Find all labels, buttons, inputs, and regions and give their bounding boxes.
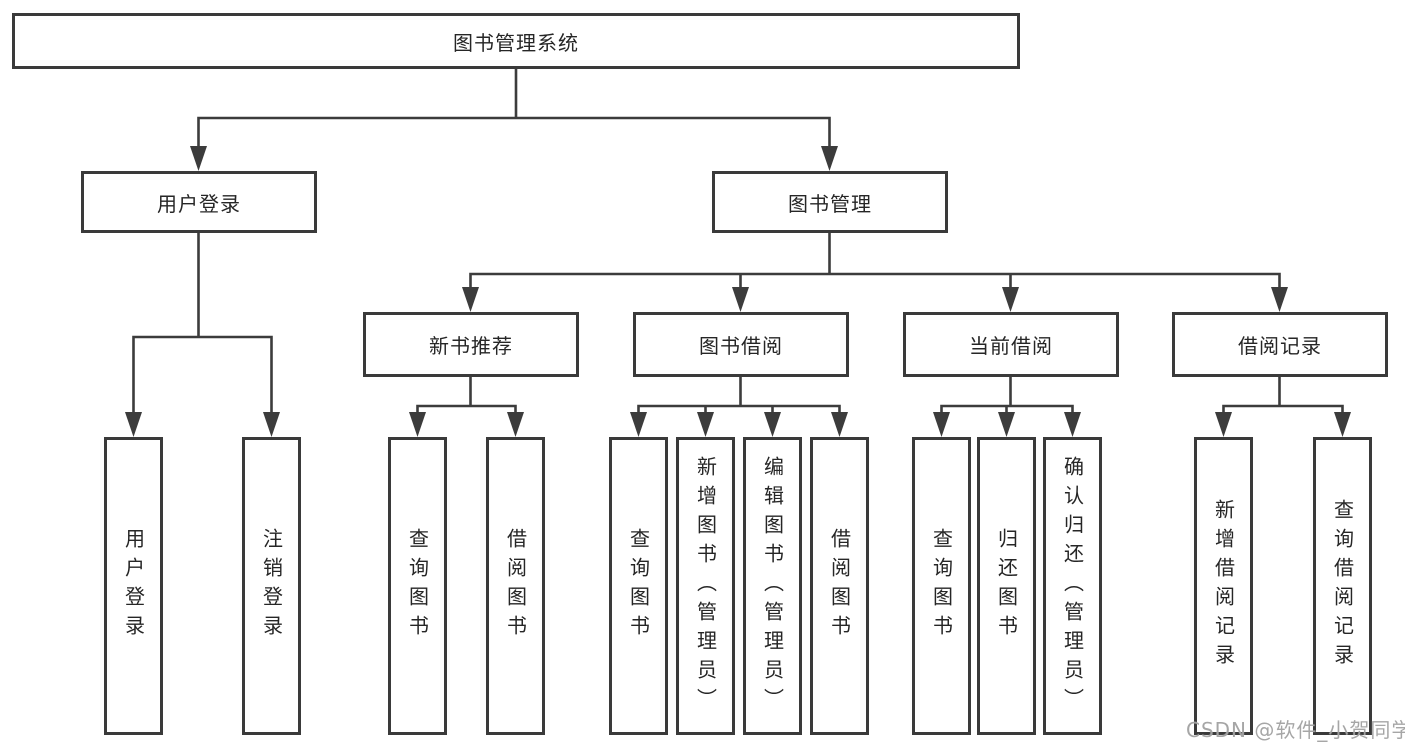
node-label: 图书借阅	[699, 334, 783, 358]
node-label: 新增借阅记录	[1211, 499, 1236, 673]
connector-level3-bar	[469, 272, 1281, 292]
arrowhead-icon	[630, 412, 647, 437]
node-label: 新增图书（管理员）	[693, 455, 718, 717]
arrowhead-icon	[831, 412, 848, 437]
arrowhead-icon	[462, 287, 479, 312]
node-book-borrow: 图书借阅	[633, 312, 849, 377]
arrowhead-icon	[998, 412, 1015, 437]
node-label: 借阅图书	[827, 528, 852, 644]
arrowhead-icon	[1002, 287, 1019, 312]
arrowhead-icon	[697, 412, 714, 437]
arrowhead-icon	[1334, 412, 1351, 437]
leaf-add-borrow-record: 新增借阅记录	[1194, 437, 1253, 735]
leaf-add-books-admin: 新增图书（管理员）	[676, 437, 735, 735]
arrowhead-icon	[732, 287, 749, 312]
connector-borrow-subtree	[637, 377, 841, 418]
arrowhead-icon	[764, 412, 781, 437]
leaf-edit-books-admin: 编辑图书（管理员）	[743, 437, 802, 735]
arrowhead-icon	[190, 146, 207, 171]
node-label: 确认归还（管理员）	[1060, 455, 1085, 717]
node-label: 查询图书	[405, 528, 430, 644]
leaf-borrow-books: 借阅图书	[810, 437, 869, 735]
node-current-borrow: 当前借阅	[903, 312, 1119, 377]
arrowhead-icon	[1271, 287, 1288, 312]
node-book-management: 图书管理	[712, 171, 948, 233]
arrowhead-icon	[1215, 412, 1232, 437]
leaf-query-books-borrow: 查询图书	[609, 437, 668, 735]
node-label: 借阅记录	[1238, 334, 1322, 358]
arrowhead-icon	[409, 412, 426, 437]
leaf-logout: 注销登录	[242, 437, 301, 735]
arrowhead-icon	[125, 412, 142, 437]
csdn-watermark: CSDN @软件_小贺同学	[1186, 718, 1405, 742]
node-new-book-recommend: 新书推荐	[363, 312, 579, 377]
node-label: 注销登录	[259, 528, 284, 644]
arrowhead-icon	[263, 412, 280, 437]
node-label: 用户登录	[157, 191, 241, 216]
connector-current-subtree	[940, 377, 1074, 418]
leaf-borrow-books-recommend: 借阅图书	[486, 437, 545, 735]
connector-login-subtree	[132, 233, 273, 418]
node-label: 查询图书	[626, 528, 651, 644]
node-label: 图书管理系统	[453, 30, 579, 55]
leaf-user-login: 用户登录	[104, 437, 163, 735]
node-root-system: 图书管理系统	[12, 13, 1020, 69]
node-label: 归还图书	[994, 528, 1019, 644]
arrowhead-icon	[507, 412, 524, 437]
node-borrow-records: 借阅记录	[1172, 312, 1388, 377]
node-label: 图书管理	[788, 191, 872, 216]
connector-recommend-subtree	[416, 377, 517, 418]
arrowhead-icon	[821, 146, 838, 171]
leaf-query-borrow-record: 查询借阅记录	[1313, 437, 1372, 735]
node-label: 编辑图书（管理员）	[760, 455, 785, 717]
node-label: 查询图书	[929, 528, 954, 644]
arrowhead-icon	[1064, 412, 1081, 437]
leaf-confirm-return-admin: 确认归还（管理员）	[1043, 437, 1102, 735]
node-label: 用户登录	[121, 528, 146, 644]
leaf-return-books: 归还图书	[977, 437, 1036, 735]
leaf-query-books-current: 查询图书	[912, 437, 971, 735]
connector-records-subtree	[1222, 377, 1344, 418]
leaf-query-books-recommend: 查询图书	[388, 437, 447, 735]
node-label: 查询借阅记录	[1330, 499, 1355, 673]
connector-level2-bar	[197, 116, 831, 150]
node-user-login: 用户登录	[81, 171, 317, 233]
node-label: 新书推荐	[429, 334, 513, 358]
node-label: 当前借阅	[969, 334, 1053, 358]
arrowhead-icon	[933, 412, 950, 437]
node-label: 借阅图书	[503, 528, 528, 644]
